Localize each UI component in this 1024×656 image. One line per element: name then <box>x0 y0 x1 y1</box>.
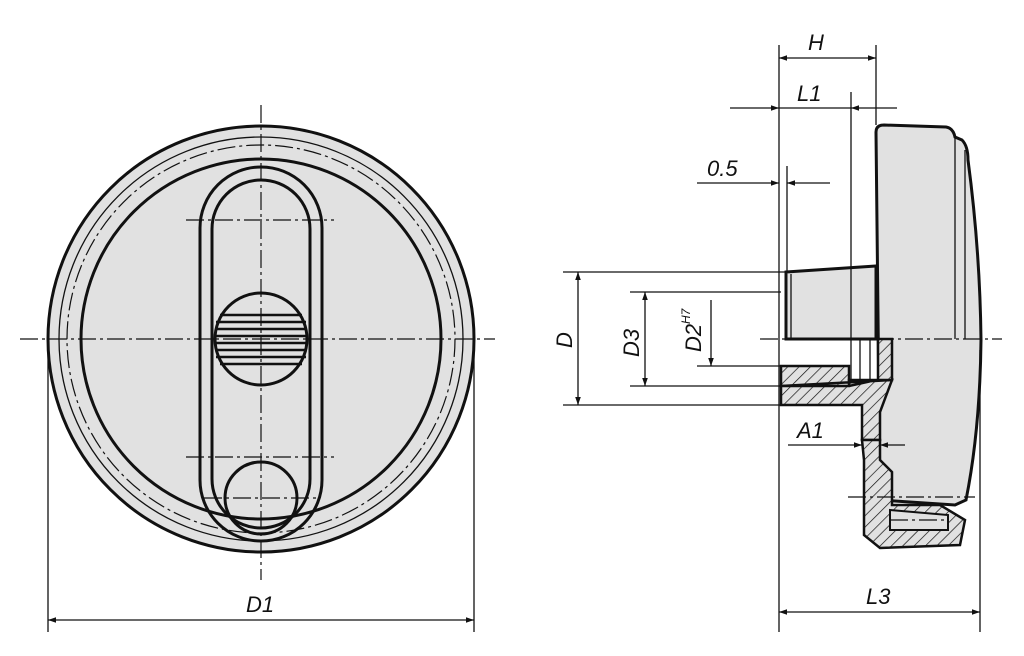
d-label: D <box>552 332 577 348</box>
hub-boss <box>784 264 878 341</box>
h-label: H <box>808 30 824 55</box>
a1-label: A1 <box>795 418 824 443</box>
d2-label: D2 <box>681 324 706 352</box>
front-view: D1 <box>20 105 495 632</box>
offset-label: 0.5 <box>707 156 738 181</box>
d1-label: D1 <box>246 592 274 617</box>
d2-tolerance-label: H7 <box>679 307 693 324</box>
side-view: H L1 0.5 D D3 D2 H7 A1 L3 <box>552 30 1002 632</box>
d3-label: D3 <box>619 328 644 357</box>
l3-label: L3 <box>866 584 891 609</box>
hub-section <box>779 337 894 442</box>
l1-label: L1 <box>797 81 821 106</box>
